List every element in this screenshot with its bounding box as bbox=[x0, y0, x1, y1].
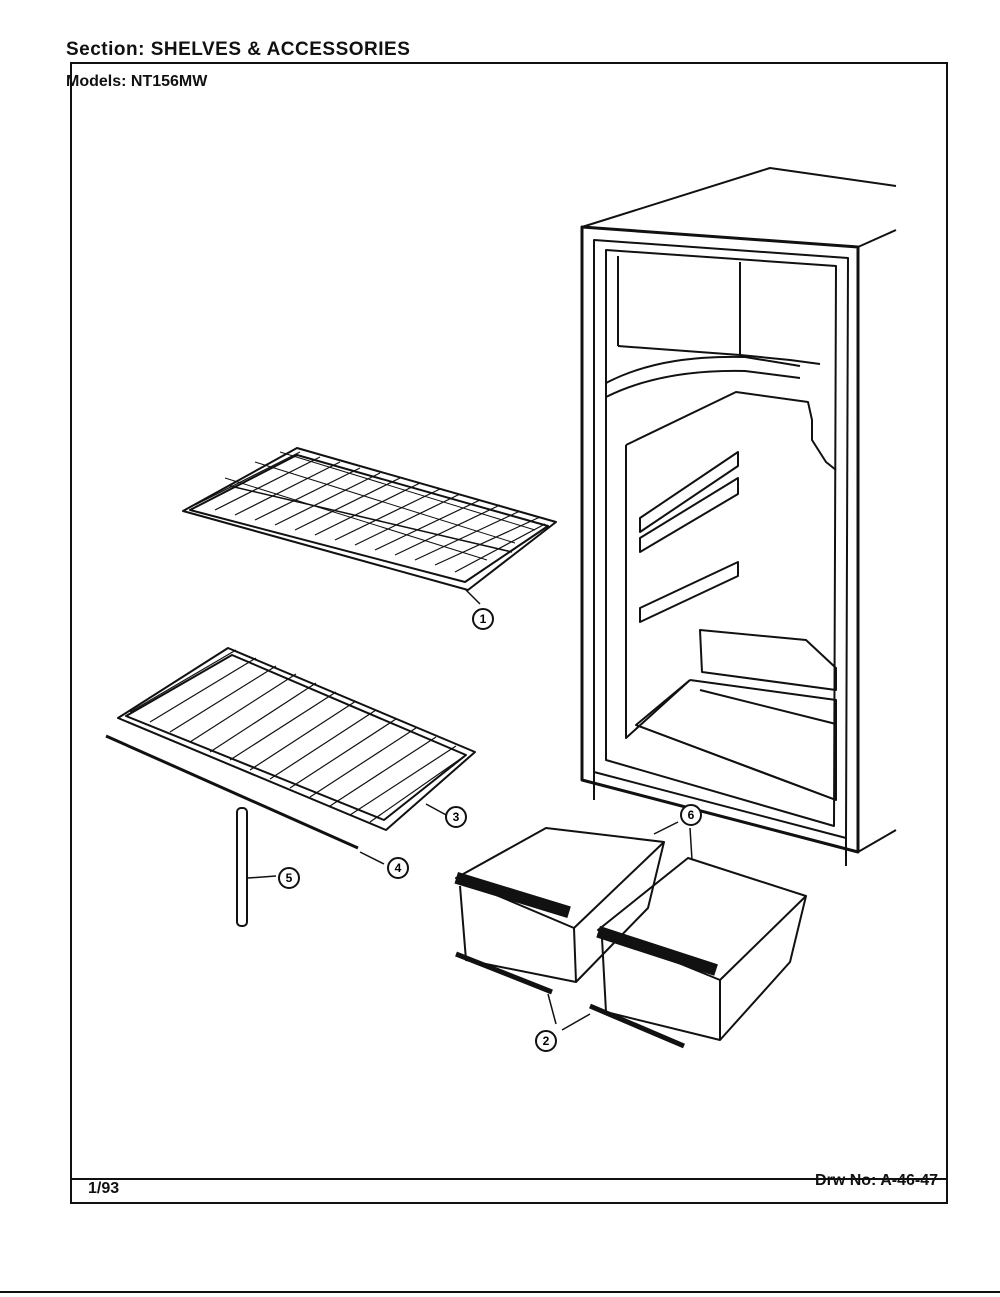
footer-divider bbox=[70, 1178, 948, 1180]
svg-text:1: 1 bbox=[480, 612, 487, 626]
models-value: NT156MW bbox=[130, 73, 208, 90]
date-code: 1/93 bbox=[88, 1180, 120, 1197]
drawing-frame bbox=[70, 62, 948, 1204]
section-value: SHELVES & ACCESSORIES bbox=[150, 39, 411, 60]
callout-4: 4 bbox=[387, 857, 409, 879]
svg-text:6: 6 bbox=[688, 808, 695, 822]
callout-3: 3 bbox=[445, 806, 467, 828]
svg-text:5: 5 bbox=[286, 871, 293, 885]
upper-wire-shelf-drawing bbox=[182, 447, 557, 605]
lower-wire-shelf-drawing bbox=[105, 647, 476, 927]
section-label: Section: bbox=[66, 39, 145, 60]
bottom-rule bbox=[0, 1291, 1000, 1293]
callout-6: 6 bbox=[680, 804, 702, 826]
models-label: Models: bbox=[66, 73, 127, 90]
section-title: Section: SHELVES & ACCESSORIES bbox=[66, 39, 410, 61]
refrigerator-cabinet-drawing bbox=[580, 167, 897, 866]
part-callouts: 1 2 3 4 5 6 bbox=[278, 608, 702, 1052]
crisper-drawers-drawing bbox=[454, 821, 807, 1049]
drawing-number: Drw No: A-46-47 bbox=[815, 1172, 938, 1189]
callout-5: 5 bbox=[278, 867, 300, 889]
callout-1: 1 bbox=[472, 608, 494, 630]
svg-text:2: 2 bbox=[543, 1034, 550, 1048]
callout-2: 2 bbox=[535, 1030, 557, 1052]
models-line: Models: NT156MW bbox=[66, 73, 207, 91]
svg-text:4: 4 bbox=[395, 861, 402, 875]
svg-text:3: 3 bbox=[453, 810, 460, 824]
